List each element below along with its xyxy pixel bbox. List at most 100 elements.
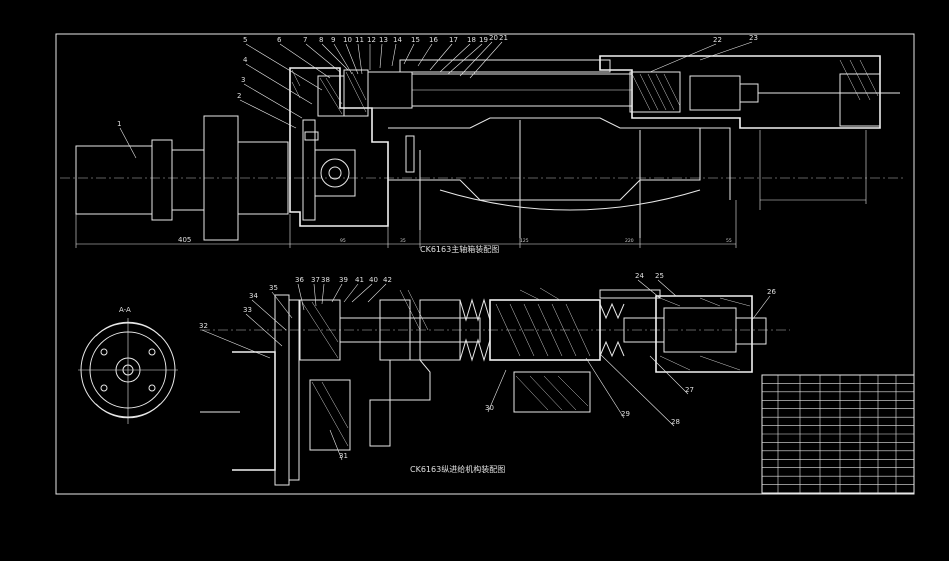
callout-number: 18 [467,36,476,44]
callout-leader [403,43,415,65]
callout-leader [379,43,383,69]
callout-number: 3 [241,76,245,84]
dim-220: 220 [625,238,634,244]
callout-leader [649,43,717,73]
callout-leader [487,369,507,413]
callout-leader [585,357,625,419]
callout-leader [417,43,433,67]
callout-leader [345,43,359,75]
callout-number: 31 [339,452,348,460]
sheet-border [55,33,915,495]
feed-mechanism-view: CK6163纵进给机构装配图 [200,287,790,486]
callout-number: 41 [355,276,364,284]
callout-leader [429,43,453,71]
dim-95: 95 [340,238,346,244]
callout-leader [333,43,353,75]
dim-35: 35 [400,238,406,244]
callout-number: 2 [237,92,241,100]
section-label: A-A [119,306,131,314]
callout-leader [201,329,271,359]
callout-leader [699,41,753,61]
section-a-a-view: A-A [78,306,178,424]
dim-55: 55 [726,238,732,244]
callout-leader [599,353,675,427]
callout-number: 30 [485,404,494,412]
callout-leader [279,43,331,79]
callout-number: 6 [277,36,282,44]
callout-leader [271,291,293,319]
callout-number: 38 [321,276,330,284]
callout-leader [343,283,359,303]
callout-leader [367,283,387,303]
callout-number: 10 [343,36,352,44]
callout-leader [469,41,503,79]
callout-number: 35 [269,284,278,292]
callout-number: 29 [621,410,630,418]
callout-leader [329,429,343,461]
callout-number: 40 [369,276,378,284]
callout-leader [321,283,325,305]
callout-number: 24 [635,272,644,280]
callout-number: 28 [671,418,680,426]
spindle-assembly-view: 405 95 35 125 220 55 CK6163主轴箱装配图 [60,55,905,254]
callout-leader [245,313,283,347]
title-block [761,374,915,494]
callout-number: 32 [199,322,208,330]
callout-leader [751,295,771,321]
callout-number: 7 [303,36,307,44]
callout-leader [649,355,689,395]
callout-number: 4 [243,56,248,64]
callout-number: 13 [379,36,388,44]
dim-405: 405 [178,236,191,244]
callout-number: 26 [767,288,776,296]
callout-number: 11 [355,36,364,44]
callout-number: 20 [489,34,498,42]
callout-leader [331,283,343,303]
callout-leader [637,279,661,299]
callout-number: 42 [383,276,392,284]
callout-leader [251,299,287,331]
callout-leader [245,63,313,105]
callout-number: 23 [749,34,758,42]
callout-number: 33 [243,306,252,314]
callout-leader [459,41,493,77]
callout-leader [391,43,397,67]
bottom-caption: CK6163纵进给机构装配图 [410,464,505,474]
callout-number: 12 [367,36,376,44]
callout-number: 27 [685,386,694,394]
callout-number: 8 [319,36,323,44]
callout-number: 14 [393,36,402,44]
callout-leader [243,83,303,119]
callout-leader [447,43,483,75]
callout-leader [119,127,137,159]
callout-number: 19 [479,36,488,44]
callout-leader [657,279,677,297]
callout-leader [439,43,471,73]
callout-leader [239,99,297,129]
callout-number: 15 [411,36,420,44]
callout-number: 39 [339,276,348,284]
callout-number: 1 [117,120,121,128]
callout-leader [321,43,349,71]
callout-leader [357,43,363,75]
callout-number: 22 [713,36,722,44]
callout-number: 25 [655,272,664,280]
callout-number: 36 [295,276,304,284]
callout-number: 34 [249,292,258,300]
callout-number: 21 [499,34,508,42]
callout-number: 5 [243,36,247,44]
dim-125: 125 [520,238,529,244]
callout-leader [313,283,317,307]
callout-leader [305,43,341,73]
callout-leader [297,283,305,311]
callout-leader [245,43,323,91]
top-caption: CK6163主轴箱装配图 [420,244,499,254]
callout-number: 9 [331,36,335,44]
callout-number: 17 [449,36,458,44]
callout-number: 37 [311,276,320,284]
callout-leader [351,283,373,303]
